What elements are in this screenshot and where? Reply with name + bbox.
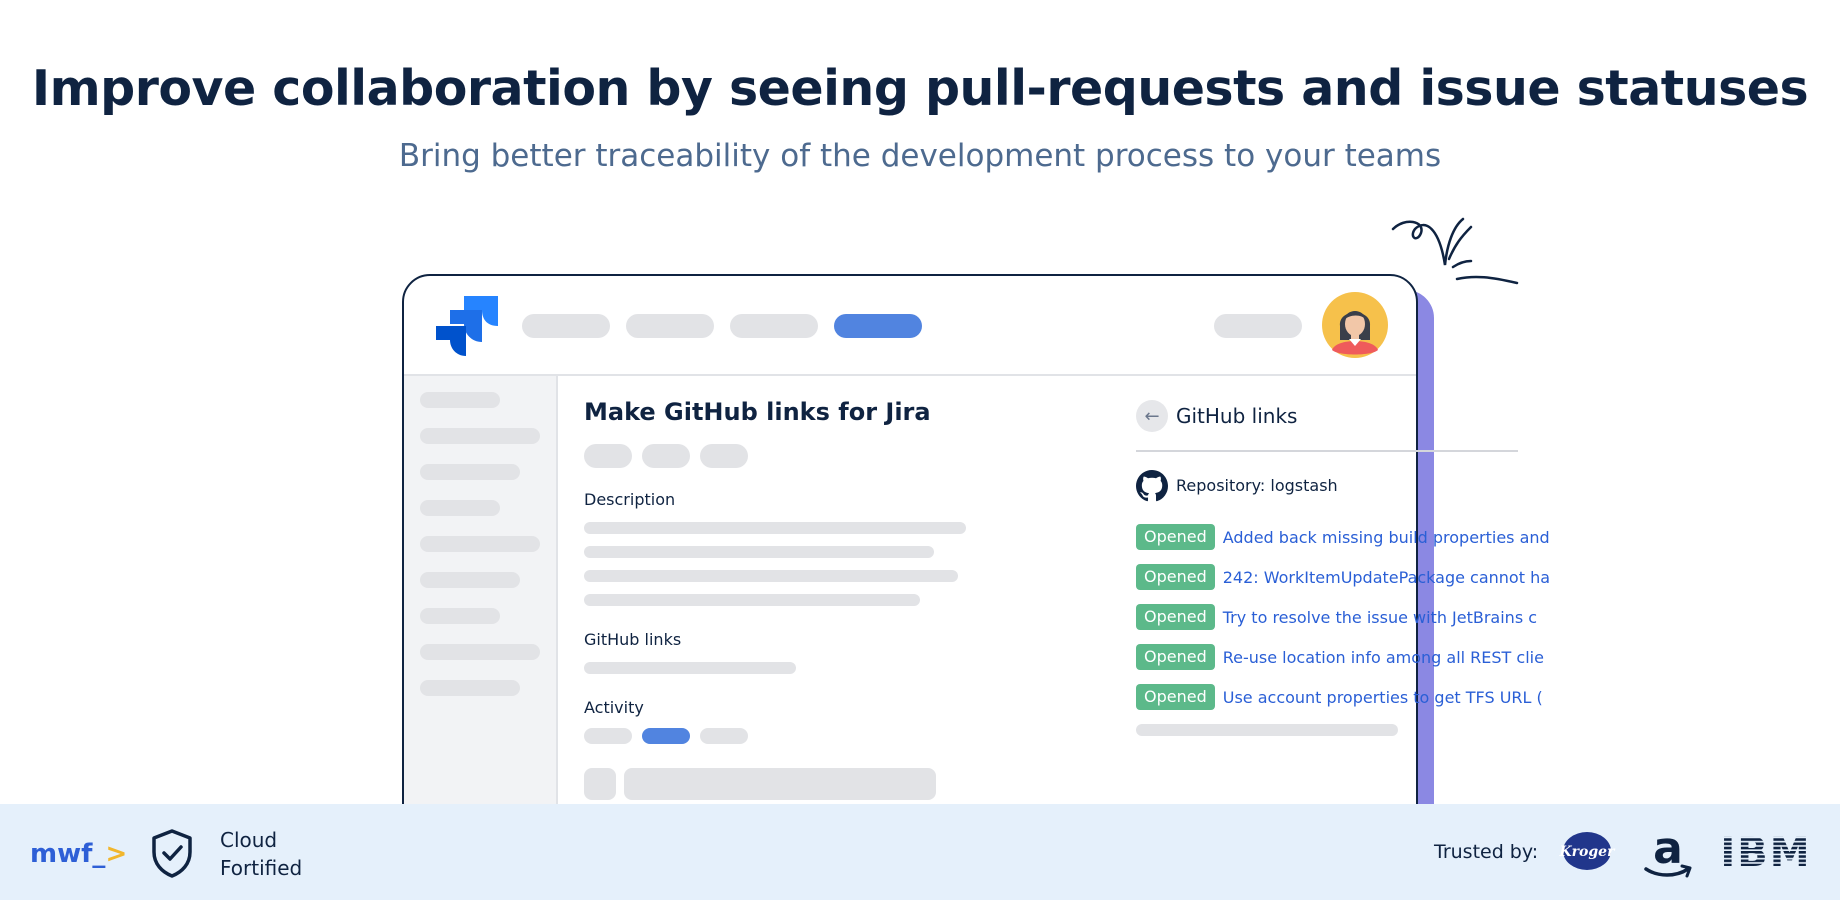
- github-links-line: [584, 662, 796, 674]
- pr-status-badge: Opened: [1136, 564, 1215, 590]
- amazon-logo: a: [1644, 823, 1692, 878]
- pr-status-badge: Opened: [1136, 524, 1215, 550]
- pr-status-badge: Opened: [1136, 684, 1215, 710]
- activity-tab[interactable]: [584, 728, 632, 744]
- ibm-logo: IBM: [1720, 830, 1809, 876]
- ibm-logo-text: IBM: [1720, 830, 1811, 876]
- pr-link[interactable]: Added back missing build properties and: [1222, 527, 1550, 547]
- jira-logo-icon[interactable]: [434, 292, 500, 358]
- sidebar-item[interactable]: [420, 644, 540, 660]
- issue-title: Make GitHub links for Jira: [584, 398, 931, 426]
- hero-subtitle: Bring better traceability of the develop…: [398, 138, 1442, 174]
- nav-item[interactable]: [730, 314, 818, 338]
- pull-request-row[interactable]: Opened Try to resolve the issue with Jet…: [1136, 604, 1538, 630]
- mwf-logo-text: mwf_: [30, 839, 106, 869]
- pull-request-row[interactable]: Opened Re-use location info among all RE…: [1136, 644, 1544, 670]
- panel-footer-line: [1136, 724, 1398, 736]
- top-navigation: [404, 276, 1416, 376]
- sidebar-item[interactable]: [420, 392, 500, 408]
- user-menu[interactable]: [1214, 314, 1302, 338]
- kroger-logo: Kroger: [1559, 832, 1616, 870]
- nav-item-active[interactable]: [834, 314, 922, 338]
- panel-divider: [1136, 450, 1518, 452]
- comment-avatar: [584, 768, 616, 800]
- sidebar-item[interactable]: [420, 428, 540, 444]
- sidebar-item[interactable]: [420, 500, 500, 516]
- github-icon: [1136, 470, 1168, 502]
- badge-line-1: Cloud: [220, 828, 278, 852]
- activity-tab[interactable]: [700, 728, 748, 744]
- pr-link[interactable]: 242: WorkItemUpdatePackage cannot ha: [1222, 567, 1551, 587]
- sidebar-item[interactable]: [420, 464, 520, 480]
- pr-link[interactable]: Re-use location info among all REST clie: [1222, 647, 1544, 667]
- panel-title: GitHub links: [1176, 404, 1298, 428]
- activity-tab-active[interactable]: [642, 728, 690, 744]
- back-button[interactable]: ←: [1136, 400, 1168, 432]
- footer-bar: mwf_> Cloud Fortified Trusted by:: [0, 804, 1840, 900]
- pr-link[interactable]: Try to resolve the issue with JetBrains …: [1222, 607, 1538, 627]
- activity-label: Activity: [584, 698, 644, 717]
- cloud-fortified-badge: Cloud Fortified: [220, 826, 302, 882]
- nav-item[interactable]: [522, 314, 610, 338]
- app-window: Make GitHub links for Jira Description G…: [402, 274, 1550, 856]
- user-avatar-icon[interactable]: [1322, 292, 1388, 358]
- sidebar: [404, 376, 558, 856]
- github-links-panel: ← GitHub links Repository: logstash Open…: [1136, 376, 1551, 776]
- shield-check-icon: [152, 829, 192, 878]
- hero-title: Improve collaboration by seeing pull-req…: [31, 60, 1809, 117]
- repository-label: Repository: logstash: [1176, 476, 1338, 495]
- description-line: [584, 522, 966, 534]
- amazon-logo-text: a: [1653, 823, 1683, 874]
- sidebar-item[interactable]: [420, 572, 520, 588]
- description-line: [584, 594, 920, 606]
- sidebar-item[interactable]: [420, 536, 540, 552]
- pr-status-badge: Opened: [1136, 644, 1215, 670]
- description-label: Description: [584, 490, 676, 509]
- issue-chip[interactable]: [642, 444, 690, 468]
- arrow-left-icon: ←: [1144, 405, 1160, 427]
- kroger-logo-text: Kroger: [1559, 844, 1617, 860]
- issue-chip[interactable]: [584, 444, 632, 468]
- mwf-logo[interactable]: mwf_>: [30, 839, 127, 869]
- sidebar-item[interactable]: [420, 680, 520, 696]
- description-line: [584, 546, 934, 558]
- pull-request-row[interactable]: Opened Added back missing build properti…: [1136, 524, 1550, 550]
- pull-request-row[interactable]: Opened 242: WorkItemUpdatePackage cannot…: [1136, 564, 1551, 590]
- mwf-logo-arrow: >: [105, 839, 128, 869]
- issue-view: Make GitHub links for Jira Description G…: [558, 376, 1550, 852]
- comment-input[interactable]: [624, 768, 936, 800]
- github-links-label: GitHub links: [584, 630, 682, 649]
- issue-chip[interactable]: [700, 444, 748, 468]
- nav-item[interactable]: [626, 314, 714, 338]
- pull-request-row[interactable]: Opened Use account properties to get TFS…: [1136, 684, 1543, 710]
- pr-link[interactable]: Use account properties to get TFS URL (: [1222, 687, 1543, 707]
- description-line: [584, 570, 958, 582]
- sidebar-item[interactable]: [420, 608, 500, 624]
- sparkle-doodle-icon: [1391, 217, 1519, 285]
- badge-line-2: Fortified: [220, 856, 303, 880]
- trusted-by-label: Trusted by:: [1434, 841, 1539, 863]
- pr-status-badge: Opened: [1136, 604, 1215, 630]
